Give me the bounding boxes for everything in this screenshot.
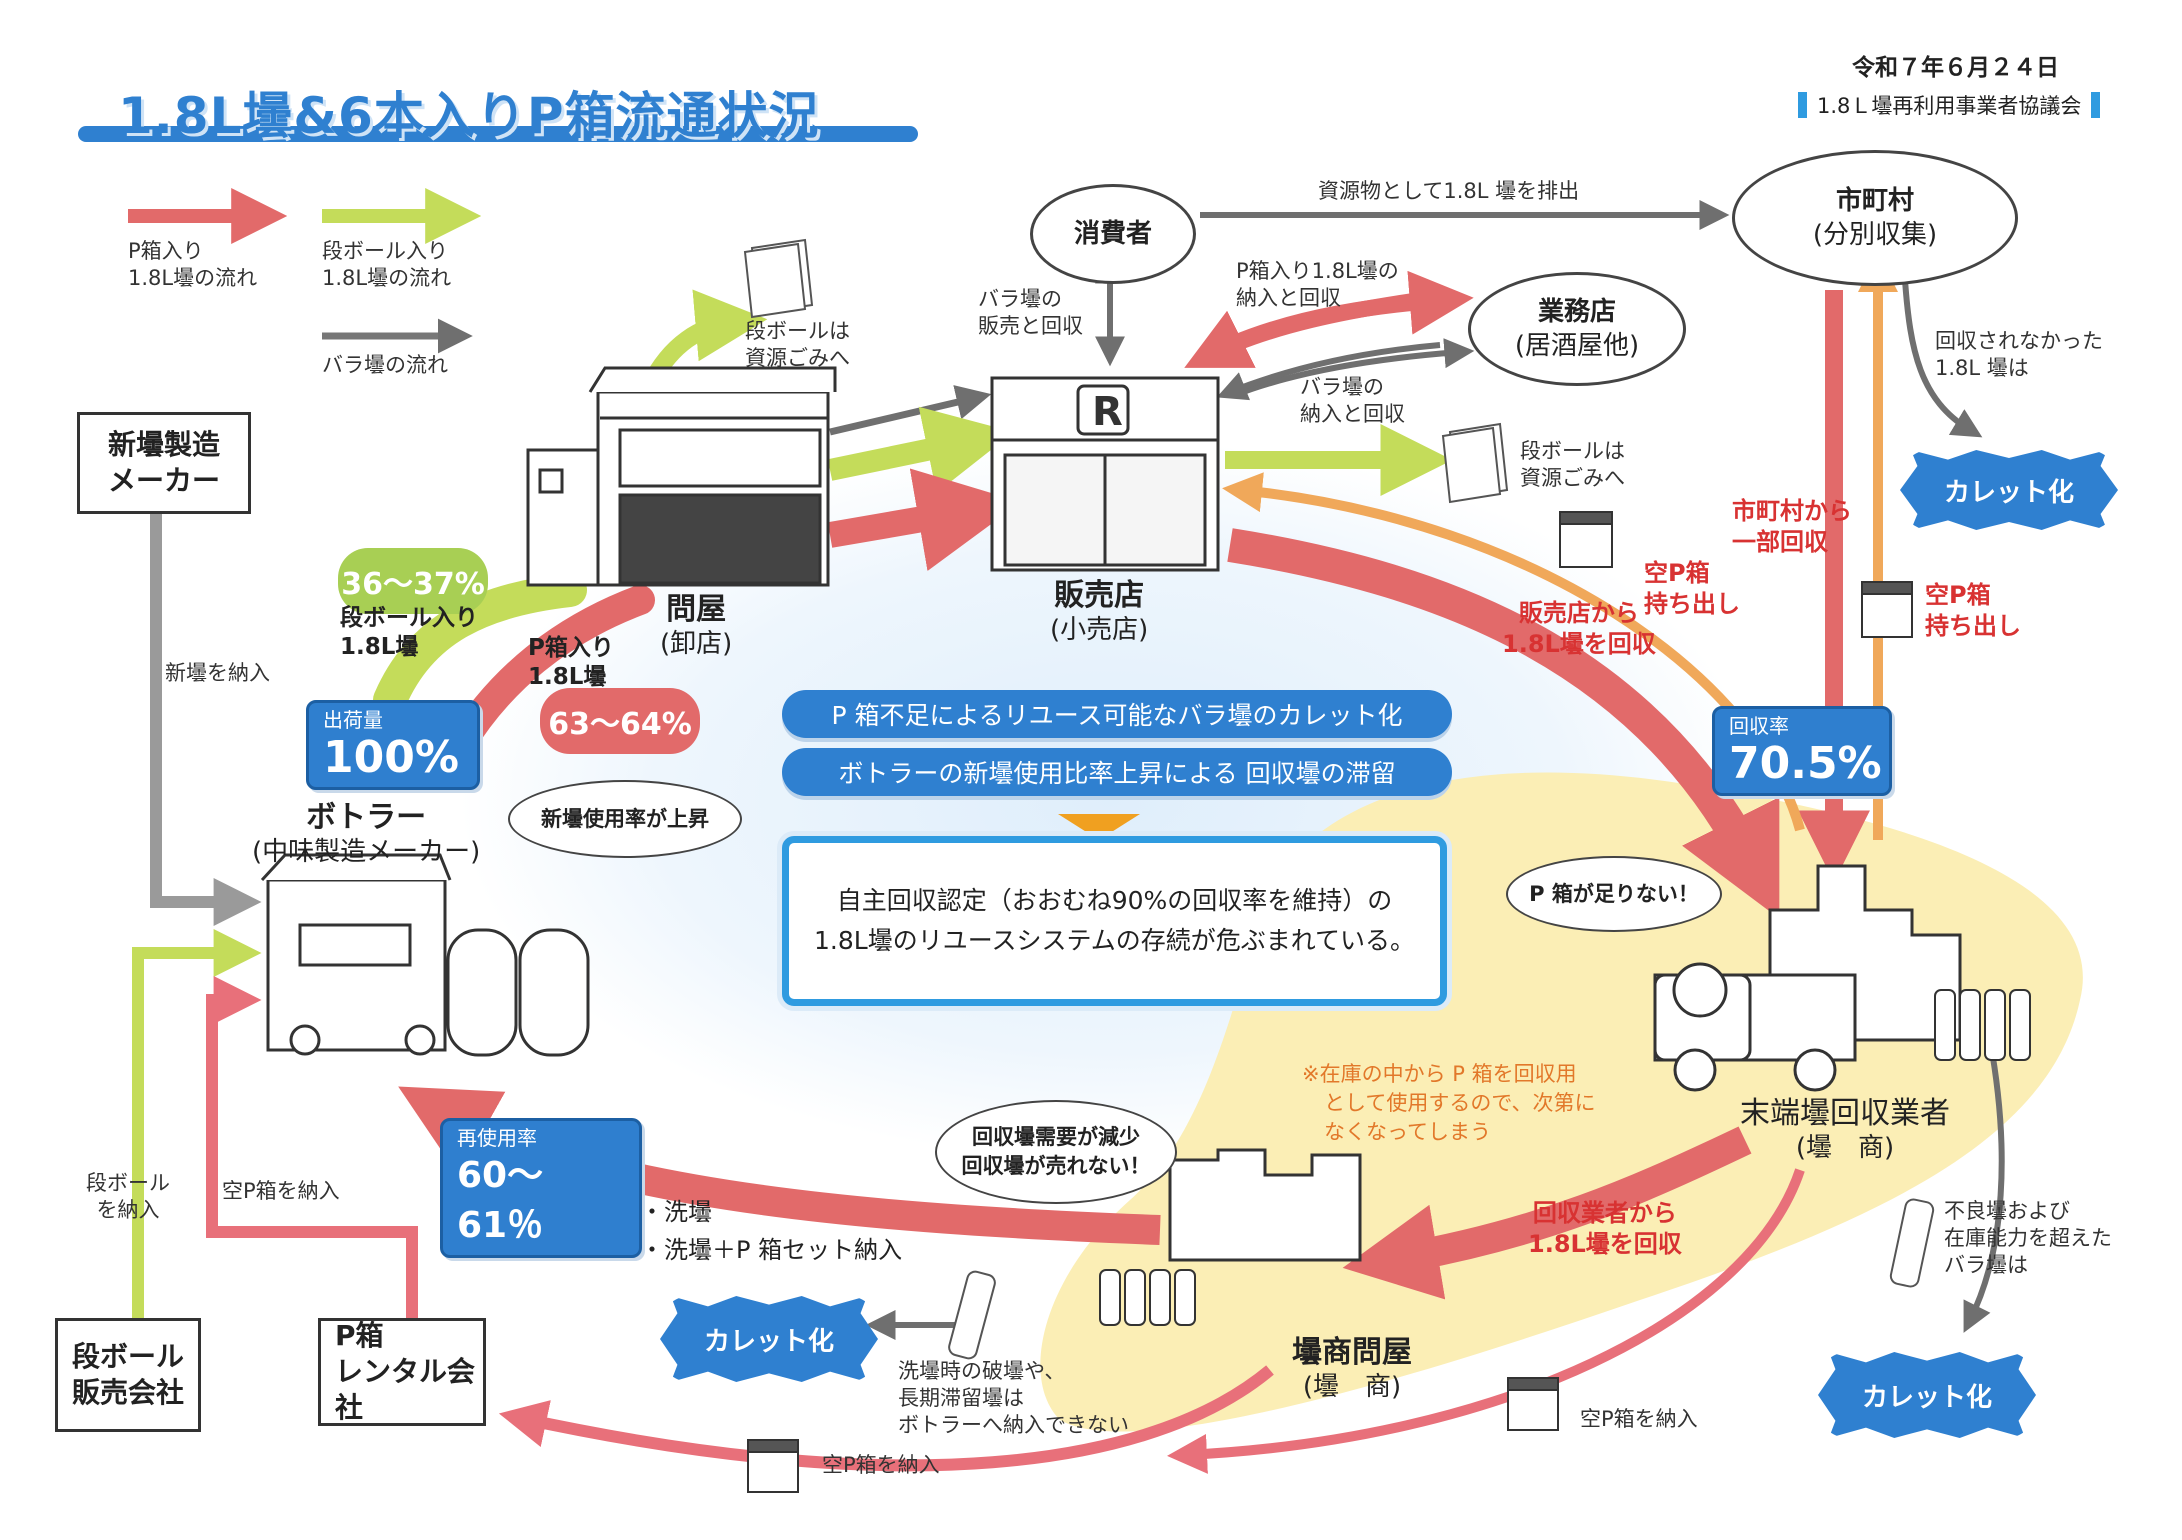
node-pbox-rental: P箱レンタル会社 [318,1318,486,1426]
page-title: 1.8L壜&6本入りP箱流通状況 [118,87,820,145]
retailer-building: R [990,376,1220,572]
bottler-factory [260,853,590,1057]
stat-cardboard-pct: 36〜37% [338,548,488,614]
label-pbox-delivery: P箱入り1.8L壜の納入と回収 [1236,259,1399,310]
node-municipality: 市町村 (分別収集) [1732,150,2018,286]
issue-banner-1: P 箱不足によるリユース可能なバラ壜のカレット化 [782,690,1452,738]
node-business: 業務店 (居酒屋他) [1468,272,1686,386]
node-bottle-wholesaler: 壜商問屋 (壜 商) [1292,1335,1412,1402]
label-wash-set: ・洗壜＋P 箱セット納入 [640,1236,903,1264]
label-cardboard-delivery: 段ボールを納入 [86,1171,170,1222]
node-bottler: ボトラー (中味製造メーカー) [252,800,481,867]
label-cardboard-waste-2: 段ボールは資源ごみへ [1520,439,1625,490]
cullet-top-right: カレット化 [1900,450,2118,530]
label-bulk-delivery: バラ壜の納入と回収 [1300,375,1405,426]
label-wash: ・洗壜 [640,1198,712,1226]
node-retailer: 販売店 (小売店) [1050,578,1149,645]
bubble-shortage: P 箱が足りない！ [1506,856,1722,932]
label-broken: 洗壜時の破壜や、長期滞留壜はボトラーへ納入できない [898,1359,1129,1437]
issue-banner-2: ボトラーの新壜使用比率上昇による 回収壜の滞留 [782,748,1452,796]
node-consumer: 消費者 [1030,184,1196,284]
label-cardboard-waste: 段ボールは資源ごみへ [745,319,850,370]
node-wholesaler: 問屋 (卸店) [660,592,733,659]
bottle-wholesaler-depot [1099,1148,1362,1326]
label-empty-pbox-delivery-3: 空P箱を納入 [822,1453,940,1477]
bubble-demand: 回収壜需要が減少回収壜が売れない！ [935,1100,1177,1204]
label-new-bottle-delivery: 新壜を納入 [165,661,270,685]
node-cardboard-seller: 段ボール販売会社 [55,1318,201,1432]
org-name: 1.8Ｌ壜再利用事業者協議会 [1817,94,2082,118]
conclusion-box: 自主回収認定（おおむね90%の回収率を維持）の 1.8L壜のリユースシステムの存… [782,836,1447,1006]
label-muni-partial: 市町村から一部回収 [1732,497,1852,556]
label-empty-pbox-delivery-2: 空P箱を納入 [1580,1407,1698,1431]
stat-pbox-pct: 63〜64% [540,688,700,754]
stat-shipment: 出荷量 100% [306,700,480,790]
bubble-new-rate: 新壜使用率が上昇 [508,780,742,858]
svg-text:R: R [1092,389,1123,435]
stat-reuse: 再使用率 60〜61％ [440,1118,642,1258]
org-label: 1.8Ｌ壜再利用事業者協議会 [1798,90,2101,120]
label-defect: 不良壜および在庫能力を超えたバラ壜は [1944,1199,2112,1277]
node-collector: 末端壜回収業者 (壜 商) [1740,1096,1950,1163]
node-new-maker: 新壜製造メーカー [77,412,251,514]
date: 令和７年６月２４日 [1852,55,2059,81]
note-stock: ※在庫の中から P 箱を回収用 として使用するので、次第に なくなってしまう [1302,1062,1596,1144]
label-empty-pbox-out: 空P箱持ち出し [1644,559,1740,618]
cullet-left: カレット化 [660,1296,878,1382]
label-bulk-sale: バラ壜の販売と回収 [978,287,1083,338]
stat-recovery: 回収率 70.5% [1712,706,1892,796]
collector-depot [1653,864,1962,1092]
wholesaler-building [526,366,837,587]
legend-bulk: バラ壜の流れ [322,353,448,377]
label-empty-pbox-delivery: 空P箱を納入 [222,1179,340,1203]
label-empty-pbox-out-2: 空P箱持ち出し [1925,581,2021,640]
cullet-bottom-right: カレット化 [1818,1352,2036,1438]
label-discard: 資源物として1.8L 壜を排出 [1318,179,1580,203]
